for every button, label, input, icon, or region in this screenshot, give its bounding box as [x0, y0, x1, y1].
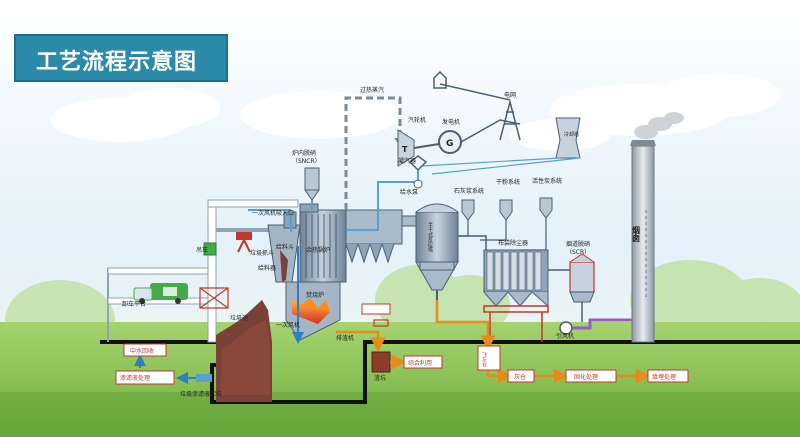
label-sncr: 炉内脱硝: [292, 149, 316, 157]
bag-filter: [458, 235, 549, 342]
label-water-recovery: 中水回收: [130, 347, 154, 355]
unloading-hall: [107, 199, 299, 343]
label-feed-pump: 给水泵: [400, 188, 418, 196]
label-slag-extractor: 排渣机: [336, 334, 354, 342]
label-activated-carbon: 活性炭系统: [532, 177, 562, 185]
turbine-generator: [397, 119, 521, 167]
label-leachate-pit: 垃圾渗滤液贮坑: [180, 390, 222, 398]
label-waste-boiler: 余热锅炉: [306, 246, 330, 254]
label-bunker: 垃圾池: [230, 314, 248, 322]
label-incinerator: 焚烧炉: [306, 291, 324, 299]
label-superheated-steam: 过热蒸汽: [360, 86, 384, 94]
label-leachate-treatment: 渗滤液处理: [120, 374, 150, 382]
label-semi-dry-tower: 半干式反应塔: [427, 221, 433, 253]
page-title: 工艺流程示意图: [36, 50, 198, 75]
leachate-pit: [196, 374, 212, 382]
label-lime-system: 石灰浆系统: [454, 187, 484, 195]
power-line: [433, 70, 521, 141]
red-label-boxes: [115, 303, 689, 385]
clouds: [50, 73, 780, 151]
label-hopper: 给料斗: [276, 243, 294, 251]
label-scr: 烟道脱硝: [566, 240, 590, 248]
chimney: [630, 112, 684, 343]
leachate-flow: [134, 354, 196, 384]
ash-flow-lines: [336, 300, 651, 384]
crane: [203, 228, 304, 256]
label-power-grid: 电网: [504, 91, 516, 99]
label-slag-pool: 渣坑: [374, 374, 386, 382]
label-primary-fan: 一次风机: [276, 321, 300, 329]
label-feeder: 给料器: [258, 264, 276, 272]
turbine-symbol: T: [402, 145, 408, 154]
condenser: [346, 155, 428, 231]
label-condenser: 凝汽器: [398, 157, 416, 165]
generator-symbol: G: [446, 139, 453, 149]
label-crane: 吊车: [196, 246, 208, 254]
label-sncr-sub: （SNCR）: [292, 158, 321, 165]
waste-bunker: [216, 300, 272, 402]
label-scr-sub: （SCR）: [566, 249, 590, 256]
garbage-truck: [133, 283, 188, 304]
cooling-tower: [421, 117, 581, 175]
label-landfill: 填埋处理: [652, 373, 676, 381]
label-primary-fan-inlet: 一次风机吸入口: [252, 209, 294, 217]
label-chimney: 烟囱: [632, 225, 641, 243]
induced-draft-fan: [559, 318, 632, 335]
label-dry-powder: 干粉系统: [496, 178, 520, 186]
label-ash-bin: 飞灰仓: [481, 352, 487, 367]
label-generator: 发电机: [442, 118, 460, 126]
label-solidify: 固化处理: [574, 373, 598, 381]
background-trees: [5, 260, 800, 360]
sncr-silo: [304, 167, 320, 210]
label-bag-filter: 布袋除尘器: [498, 239, 528, 247]
label-cooling-tower: 冷却塔: [564, 131, 579, 138]
label-turbine: 汽轮机: [408, 116, 426, 124]
scr-reactor: [548, 253, 595, 322]
grass-foreground: [0, 392, 800, 437]
label-grab: 垃圾抓斗: [250, 249, 274, 257]
label-induced-fan: 引风机: [556, 332, 574, 340]
label-fly-ash: 灰仓: [514, 373, 526, 381]
title-banner: [14, 34, 228, 82]
semi-dry-reactor: [415, 203, 459, 300]
label-unloading: 卸车平台: [122, 300, 146, 308]
label-comprehensive-use: 综合利用: [408, 359, 432, 367]
waste-heat-boiler: [299, 203, 403, 283]
